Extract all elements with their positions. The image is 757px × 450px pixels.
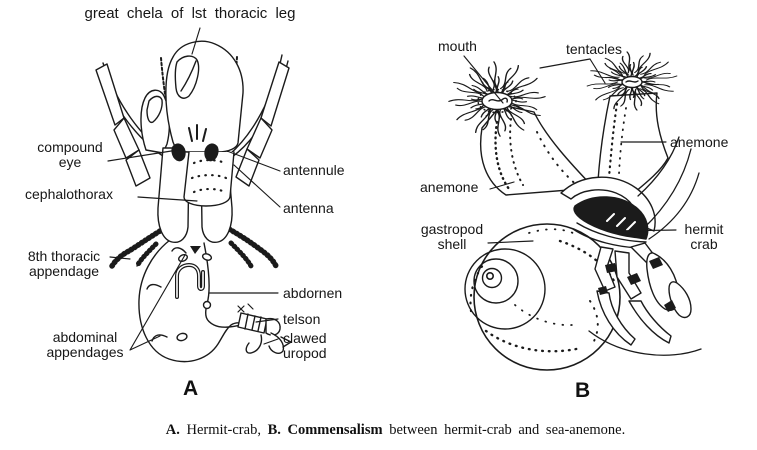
label-great-chela: great chela of lst thoracic leg	[84, 5, 296, 22]
label-tentacles: tentacles	[566, 41, 623, 57]
great-chela-shape	[165, 40, 244, 207]
label-abdominal-appendages: abdominal appendages	[38, 330, 132, 360]
label-antenna: antenna	[283, 200, 334, 216]
hairy-8th-appendages	[109, 226, 279, 269]
panel-b-letter: B	[575, 379, 591, 402]
abdomen-sac	[138, 239, 250, 363]
figure-caption: A. Hermit-crab, B. Commensalism between …	[0, 421, 757, 439]
label-compound-eye: compound eye	[28, 140, 112, 170]
telson-uropod-shape	[237, 303, 292, 354]
label-antennule: antennule	[283, 162, 345, 178]
label-abdominal-line2: appendages	[46, 344, 124, 360]
label-hermit-crab-line1: hermit	[684, 221, 724, 237]
label-8th-thoracic-line1: 8th thoracic	[27, 248, 101, 264]
label-8th-thoracic-appendage: 8th thoracic appendage	[14, 249, 114, 279]
label-mouth: mouth	[438, 38, 477, 54]
leader-lines-b	[463, 55, 677, 244]
label-gastropod-shell-line1: gastropod	[420, 221, 484, 237]
label-anemone-right: anemone	[670, 134, 729, 150]
anemone-right-shape	[597, 92, 669, 198]
label-abdominal-line1: abdominal	[52, 329, 118, 345]
compound-eyes-shape	[171, 124, 219, 162]
label-abdomen: abdornen	[283, 285, 343, 301]
thoracic-legs	[95, 61, 290, 187]
caption-a-text: Hermit-crab,	[186, 422, 261, 438]
label-compound-eye-line2: eye	[58, 154, 82, 170]
panel-a-drawing	[95, 27, 292, 363]
label-telson: telson	[283, 311, 321, 327]
caption-b-text: between hermit-crab and sea-anemone.	[389, 422, 626, 438]
label-compound-eye-line1: compound	[37, 139, 103, 155]
panel-a-letter: A	[183, 377, 199, 400]
label-hermit-crab: hermit crab	[676, 222, 732, 252]
panel-b-drawing	[449, 48, 702, 371]
label-gastropod-shell: gastropod shell	[412, 222, 492, 252]
caption-a-marker: A.	[165, 422, 180, 438]
leader-lines-a	[107, 27, 281, 351]
label-8th-thoracic-line2: appendage	[28, 263, 100, 279]
label-clawed-uropod-line2: uropod	[283, 345, 327, 361]
gastropod-shell-shape	[464, 223, 621, 371]
caption-b-marker: B. Commensalism	[267, 422, 383, 438]
label-clawed-uropod-line1: clawed	[283, 330, 327, 346]
hermit-crab-shape	[560, 136, 702, 356]
tentacle-crowns	[449, 48, 679, 136]
label-clawed-uropod: clawed uropod	[283, 331, 327, 361]
label-gastropod-shell-line2: shell	[437, 236, 467, 252]
label-cephalothorax: cephalothorax	[25, 186, 113, 202]
label-anemone-left: anemone	[420, 179, 479, 195]
label-hermit-crab-line2: crab	[690, 236, 718, 252]
